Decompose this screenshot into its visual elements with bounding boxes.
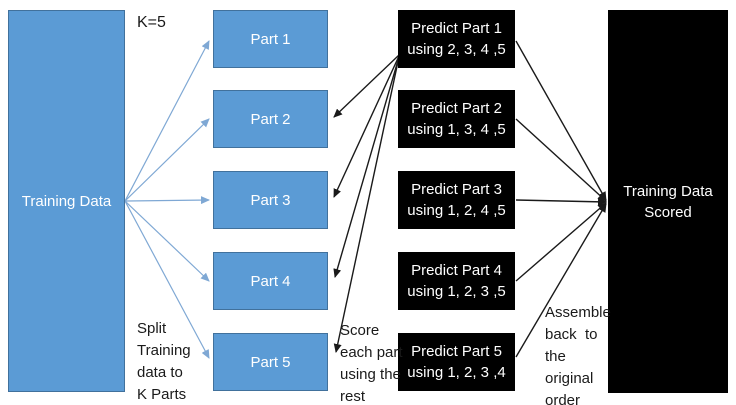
predict-part-4-line2: using 1, 2, 3 ,5 [407, 283, 506, 300]
predict-part-2-line1: Predict Part 2 [411, 100, 502, 117]
part-2-label: Part 2 [250, 110, 291, 128]
edge-predict-part-1-to-training-data-scored [515, 40, 607, 201]
predict-part-4-box: Predict Part 4 using 1, 2, 3 ,5 [398, 252, 515, 310]
part-2-box: Part 2 [213, 90, 328, 148]
training-data-scored-line1: Training Data [623, 182, 713, 200]
training-data-box: Training Data [8, 10, 125, 392]
training-data-label: Training Data [21, 192, 112, 210]
edge-predict-part-1-to-part-4 [333, 56, 400, 278]
edge-training-data-to-part-4 [124, 200, 210, 282]
score-each-part-annotation: Score each part using the rest [340, 322, 403, 405]
edge-predict-part-5-to-training-data-scored [515, 203, 607, 358]
training-data-scored-box: Training Data Scored [608, 10, 728, 393]
assemble-back-annotation: Assemble back to the original order [545, 304, 611, 405]
predict-part-4-line1: Predict Part 4 [411, 262, 502, 279]
training-data-scored-line2: Scored [644, 203, 692, 221]
predict-part-2-box: Predict Part 2 using 1, 3, 4 ,5 [398, 90, 515, 148]
part-4-label: Part 4 [250, 272, 291, 290]
part-1-label: Part 1 [250, 30, 291, 48]
part-5-label: Part 5 [250, 353, 291, 371]
k-equals-5-label: K=5 [137, 14, 166, 31]
predict-part-3-line1: Predict Part 3 [411, 181, 502, 198]
split-training-annotation: Split Training data to K Parts [137, 320, 191, 403]
predict-part-5-line1: Predict Part 5 [411, 343, 502, 360]
edge-predict-part-4-to-training-data-scored [515, 202, 607, 282]
predict-part-1-box: Predict Part 1 using 2, 3, 4 ,5 [398, 10, 515, 68]
edge-training-data-to-part-2 [124, 118, 210, 202]
predict-part-5-box: Predict Part 5 using 1, 2, 3 ,4 [398, 333, 515, 391]
edge-training-data-to-part-3 [124, 196, 210, 205]
part-3-label: Part 3 [250, 191, 291, 209]
edge-predict-part-2-to-training-data-scored [515, 118, 607, 202]
predict-part-3-line2: using 1, 2, 4 ,5 [407, 202, 506, 219]
part-4-box: Part 4 [213, 252, 328, 310]
edge-predict-part-1-to-part-5 [333, 56, 400, 353]
edge-training-data-to-part-5 [124, 200, 210, 359]
edge-training-data-to-part-1 [124, 40, 210, 202]
predict-part-3-box: Predict Part 3 using 1, 2, 4 ,5 [398, 171, 515, 229]
edge-predict-part-3-to-training-data-scored [515, 197, 607, 206]
part-5-box: Part 5 [213, 333, 328, 391]
predict-part-2-line2: using 1, 3, 4 ,5 [407, 121, 506, 138]
edge-predict-part-1-to-part-3 [333, 55, 400, 198]
part-1-box: Part 1 [213, 10, 328, 68]
predict-part-5-line2: using 1, 2, 3 ,4 [407, 364, 506, 381]
predict-part-1-line2: using 2, 3, 4 ,5 [407, 41, 506, 58]
part-3-box: Part 3 [213, 171, 328, 229]
edge-predict-part-1-to-part-2 [333, 54, 400, 118]
predict-part-1-line1: Predict Part 1 [411, 20, 502, 37]
